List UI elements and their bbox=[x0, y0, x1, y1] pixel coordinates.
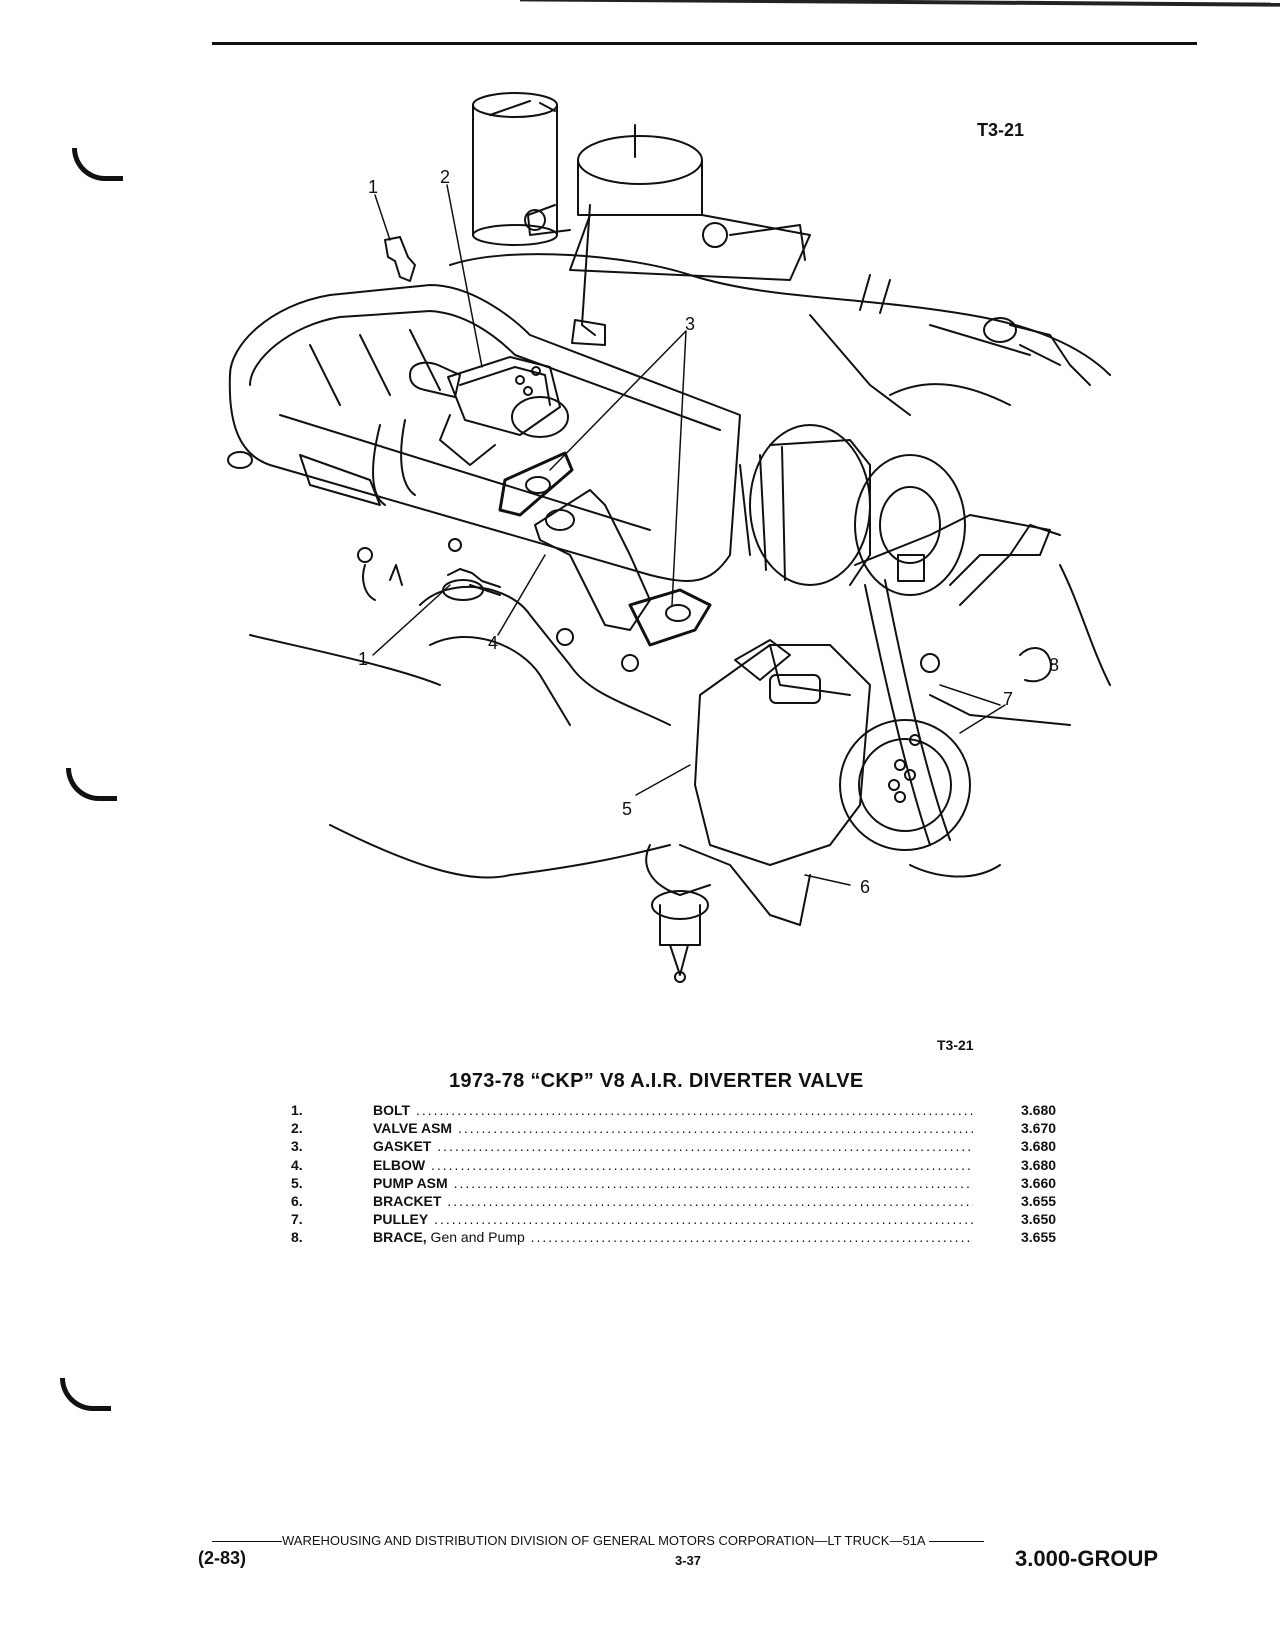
callout-6: 6 bbox=[860, 877, 870, 897]
part-row: 8. BRACE, Gen and Pump .................… bbox=[291, 1228, 1081, 1246]
part-number: 1. bbox=[291, 1102, 303, 1118]
belt-and-pulleys bbox=[839, 514, 1051, 851]
part-number: 6. bbox=[291, 1192, 303, 1209]
callout-8: 8 bbox=[1049, 655, 1059, 675]
diverter-valve bbox=[299, 356, 569, 506]
footer-publisher-line: WAREHOUSING AND DISTRIBUTION DIVISION OF… bbox=[212, 1533, 1117, 1548]
air-cleaner-stack bbox=[472, 92, 558, 246]
dot-leader: ........................................… bbox=[425, 1156, 973, 1173]
dot-leader: ........................................… bbox=[410, 1102, 973, 1118]
publisher-text: WAREHOUSING AND DISTRIBUTION DIVISION OF… bbox=[282, 1533, 925, 1548]
part-group: 3.655 bbox=[1021, 1229, 1057, 1246]
callout-4: 4 bbox=[488, 633, 498, 653]
callout-2: 2 bbox=[440, 167, 450, 187]
part-row: 3. GASKET ..............................… bbox=[291, 1137, 1081, 1155]
dot-leader: ........................................… bbox=[530, 1229, 973, 1246]
part-number: 8. bbox=[291, 1229, 303, 1246]
figure-code-bottom: T3-21 bbox=[937, 1037, 974, 1053]
part-number: 3. bbox=[291, 1138, 303, 1155]
dot-leader: ........................................… bbox=[431, 1138, 973, 1155]
alternator bbox=[739, 424, 1061, 606]
part-name: BRACE, Gen and Pump ....................… bbox=[373, 1228, 973, 1246]
part-qualifier: Gen and Pump bbox=[426, 1229, 525, 1246]
engine-illustration: 1 2 3 1 4 5 6 7 8 bbox=[227, 92, 1111, 983]
callout-7: 7 bbox=[1003, 689, 1013, 709]
part-number: 4. bbox=[291, 1156, 303, 1173]
parts-list: 1. BOLT ................................… bbox=[291, 1101, 1081, 1247]
carburetor bbox=[524, 124, 811, 346]
dot-leader: ........................................… bbox=[452, 1120, 973, 1137]
part-name: BOLT ...................................… bbox=[373, 1101, 973, 1119]
callout-1: 1 bbox=[368, 177, 378, 197]
part-name: BRACKET ................................… bbox=[373, 1192, 973, 1210]
part-row: 5. PUMP ASM ............................… bbox=[291, 1174, 1081, 1192]
fuel-filter bbox=[983, 317, 1091, 386]
part-name-text: BOLT bbox=[373, 1102, 411, 1118]
part-name: ELBOW ..................................… bbox=[373, 1156, 973, 1174]
group-number: 3.000-GROUP bbox=[1015, 1546, 1159, 1571]
page-top-edge bbox=[520, 0, 1280, 7]
part-name-text: BRACKET bbox=[373, 1192, 442, 1209]
part-number: 2. bbox=[291, 1120, 303, 1137]
header-rule bbox=[212, 42, 1197, 45]
figure-title: 1973-78 “CKP” V8 A.I.R. DIVERTER VALVE bbox=[449, 1070, 864, 1092]
misc-bolts bbox=[357, 236, 940, 673]
binder-hole-mark bbox=[66, 768, 117, 801]
part-name: PULLEY .................................… bbox=[373, 1210, 973, 1228]
part-row: 7. PULLEY ..............................… bbox=[291, 1210, 1081, 1228]
part-row: 4. ELBOW ...............................… bbox=[291, 1156, 1081, 1174]
part-name-text: PULLEY bbox=[373, 1211, 429, 1228]
part-name-text: VALVE ASM bbox=[373, 1120, 453, 1137]
part-number: 5. bbox=[291, 1174, 303, 1191]
dot-leader: ........................................… bbox=[428, 1211, 973, 1228]
part-name-text: PUMP ASM bbox=[373, 1174, 448, 1191]
valve-cover bbox=[227, 284, 741, 582]
part-row: 6. BRACKET .............................… bbox=[291, 1192, 1081, 1210]
part-name-text: BRACE, bbox=[373, 1229, 427, 1246]
part-group: 3.680 bbox=[1021, 1138, 1057, 1155]
gaskets-and-elbow bbox=[498, 451, 712, 647]
callout-5: 5 bbox=[622, 799, 632, 819]
part-group: 3.650 bbox=[1021, 1211, 1057, 1228]
dot-leader: ........................................… bbox=[441, 1192, 973, 1209]
dot-leader: ........................................… bbox=[447, 1174, 973, 1191]
part-group: 3.655 bbox=[1021, 1192, 1057, 1209]
leader-lines bbox=[372, 184, 1006, 886]
part-group: 3.670 bbox=[1021, 1120, 1057, 1137]
revision-date: (2-83) bbox=[198, 1548, 247, 1568]
binder-hole-mark bbox=[72, 148, 123, 181]
part-name-text: GASKET bbox=[373, 1138, 432, 1155]
part-row: 1. BOLT ................................… bbox=[291, 1101, 1081, 1119]
exhaust-manifold bbox=[249, 579, 671, 726]
air-pump bbox=[645, 639, 871, 983]
figure-code-top: T3-21 bbox=[977, 120, 1025, 140]
part-group: 3.680 bbox=[1021, 1156, 1057, 1173]
callout-3: 3 bbox=[685, 314, 695, 334]
part-name-text: ELBOW bbox=[373, 1156, 426, 1173]
frame-and-brace bbox=[329, 564, 1111, 879]
binder-hole-mark bbox=[60, 1378, 111, 1411]
intake-manifold bbox=[449, 253, 1111, 416]
callout-labels: 1 2 3 1 4 5 6 7 8 bbox=[358, 167, 1059, 897]
callout-1b: 1 bbox=[358, 649, 368, 669]
footer-rule-left bbox=[212, 1541, 282, 1543]
part-name: PUMP ASM ...............................… bbox=[373, 1174, 973, 1192]
part-row: 2. VALVE ASM ...........................… bbox=[291, 1119, 1081, 1137]
page-number: 3-37 bbox=[675, 1553, 702, 1568]
part-name: GASKET .................................… bbox=[373, 1137, 973, 1155]
part-name: VALVE ASM ..............................… bbox=[373, 1119, 973, 1137]
footer-rule-right bbox=[928, 1541, 984, 1543]
part-number: 7. bbox=[291, 1211, 303, 1228]
part-group: 3.660 bbox=[1021, 1174, 1057, 1191]
part-group: 3.680 bbox=[1021, 1102, 1057, 1118]
